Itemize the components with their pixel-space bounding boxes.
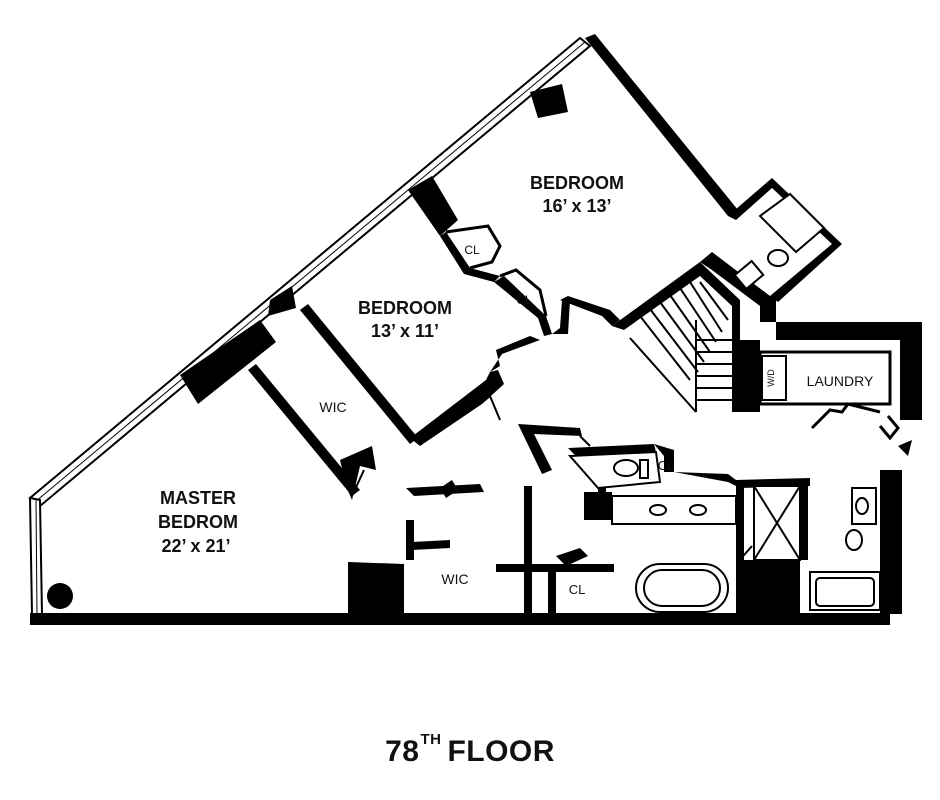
top-bedroom-right-wall <box>585 34 738 216</box>
floor-suffix: TH <box>420 731 442 748</box>
closet-label-4: CL <box>569 582 586 597</box>
wic-upper-walls <box>248 304 418 500</box>
laundry-block <box>740 322 922 456</box>
closet-label-1: CL <box>464 243 480 257</box>
bedroom-mid-dims: 13’ x 11’ <box>371 321 439 341</box>
floor-number: 78 <box>385 735 420 768</box>
floor-caption: 78TH FLOOR <box>0 731 940 769</box>
closet-outlines <box>445 224 548 317</box>
stair-block <box>612 252 776 413</box>
bedroom-mid-name: BEDROOM <box>358 298 452 318</box>
wic-lower-label: WIC <box>441 571 468 587</box>
bottom-wall <box>30 613 890 625</box>
bath-fixtures <box>567 450 881 613</box>
laundry-label: LAUNDRY <box>807 373 874 389</box>
bedroom-top-name: BEDROOM <box>530 173 624 193</box>
door-swings <box>351 394 753 563</box>
column-top <box>530 84 568 118</box>
column-mid <box>268 286 296 316</box>
master-bedroom-dims: 22’ x 21’ <box>161 536 230 556</box>
wic-upper-label: WIC <box>319 399 346 415</box>
column-lower <box>180 320 276 404</box>
column-round <box>47 583 73 609</box>
floor-word: FLOOR <box>447 735 555 768</box>
lower-interior-walls <box>348 424 902 614</box>
bedroom-top-dims: 16’ x 13’ <box>542 196 611 216</box>
washer-dryer-label: W/D <box>766 369 776 387</box>
column-upper-mid <box>408 176 458 236</box>
closet-label-2: CL <box>516 293 532 307</box>
window-wall <box>28 36 592 616</box>
master-bedroom-name-line2: BEDROM <box>158 512 238 532</box>
interior-walls-upper <box>410 232 620 446</box>
closet-label-3: CL <box>658 458 675 473</box>
upper-bath <box>728 178 842 302</box>
master-bedroom-name-line1: MASTER <box>160 488 236 508</box>
